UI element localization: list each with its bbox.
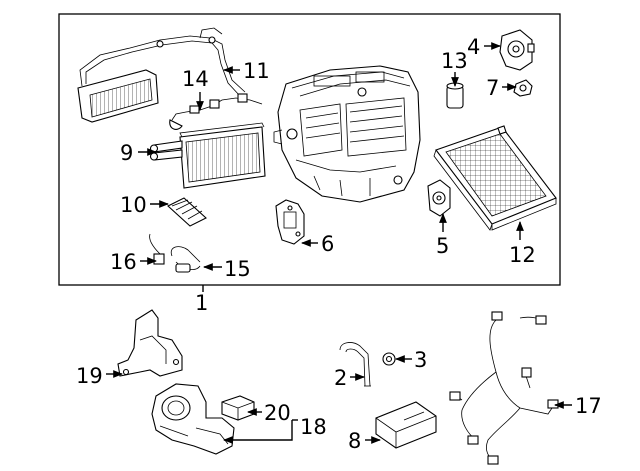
callout-1: 1	[195, 291, 208, 315]
callout-16: 16	[110, 250, 137, 274]
part-2-drawing	[339, 342, 371, 387]
callout-11: 11	[243, 59, 270, 83]
callout-4: 4	[467, 35, 480, 59]
part-19-drawing	[117, 309, 183, 377]
callout-5: 5	[436, 234, 449, 258]
callout-labels: 1 2 3 4 5 6 7 8 9 10 11 12 13 14 15 16 1…	[76, 35, 602, 453]
callout-15: 15	[224, 257, 251, 281]
callout-7: 7	[486, 76, 499, 100]
part-6-drawing	[275, 199, 305, 245]
callout-2: 2	[334, 366, 347, 390]
callout-3: 3	[414, 348, 427, 372]
part-8-drawing	[375, 401, 437, 449]
part-9-drawing	[149, 122, 266, 189]
part-14-drawing	[169, 93, 263, 130]
part-15-drawing	[170, 246, 201, 273]
callout-17: 17	[575, 394, 602, 418]
part-16-drawing	[149, 233, 165, 265]
callout-6: 6	[321, 232, 334, 256]
callout-13: 13	[441, 49, 468, 73]
part-20-drawing	[221, 395, 255, 421]
part-13-drawing	[446, 82, 464, 109]
hvac-housing-drawing	[273, 65, 421, 203]
part-5-drawing	[427, 179, 451, 217]
part-12-drawing	[433, 125, 557, 231]
callout-10: 10	[120, 193, 147, 217]
callout-19: 19	[76, 364, 103, 388]
part-17-drawing	[449, 311, 559, 465]
part-18-drawing	[151, 383, 235, 455]
part-7-drawing	[513, 79, 533, 97]
callout-20: 20	[264, 401, 291, 425]
callout-9: 9	[120, 141, 133, 165]
callout-12: 12	[509, 243, 536, 267]
part-10-drawing	[167, 197, 207, 227]
callout-8: 8	[348, 429, 361, 453]
assembly-frame	[58, 13, 561, 286]
callout-14: 14	[182, 67, 209, 91]
part-3-drawing	[382, 352, 396, 366]
leader-lines	[106, 42, 572, 444]
part-11-drawing	[77, 27, 246, 123]
callout-18: 18	[300, 415, 327, 439]
part-4-drawing	[499, 29, 535, 71]
